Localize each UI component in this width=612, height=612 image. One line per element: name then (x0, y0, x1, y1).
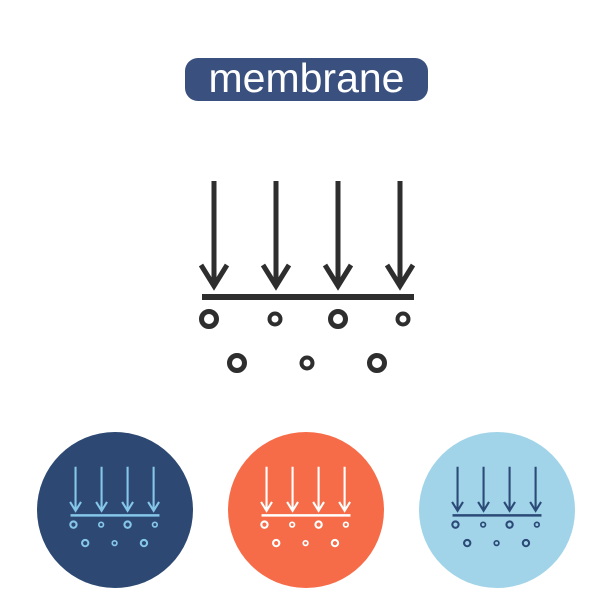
membrane-mini-icon (259, 464, 353, 550)
membrane-mini-icon (68, 464, 162, 550)
badge-label-text: membrane (208, 55, 405, 101)
membrane-mini-icon (450, 464, 544, 550)
membrane-icon-variant-dark-blue (37, 432, 193, 588)
membrane-icon-variant-orange (228, 432, 384, 588)
membrane-diagram-icon (196, 175, 420, 379)
membrane-icon-variant-light-blue (419, 432, 575, 588)
membrane-label-badge: membrane (185, 58, 428, 101)
